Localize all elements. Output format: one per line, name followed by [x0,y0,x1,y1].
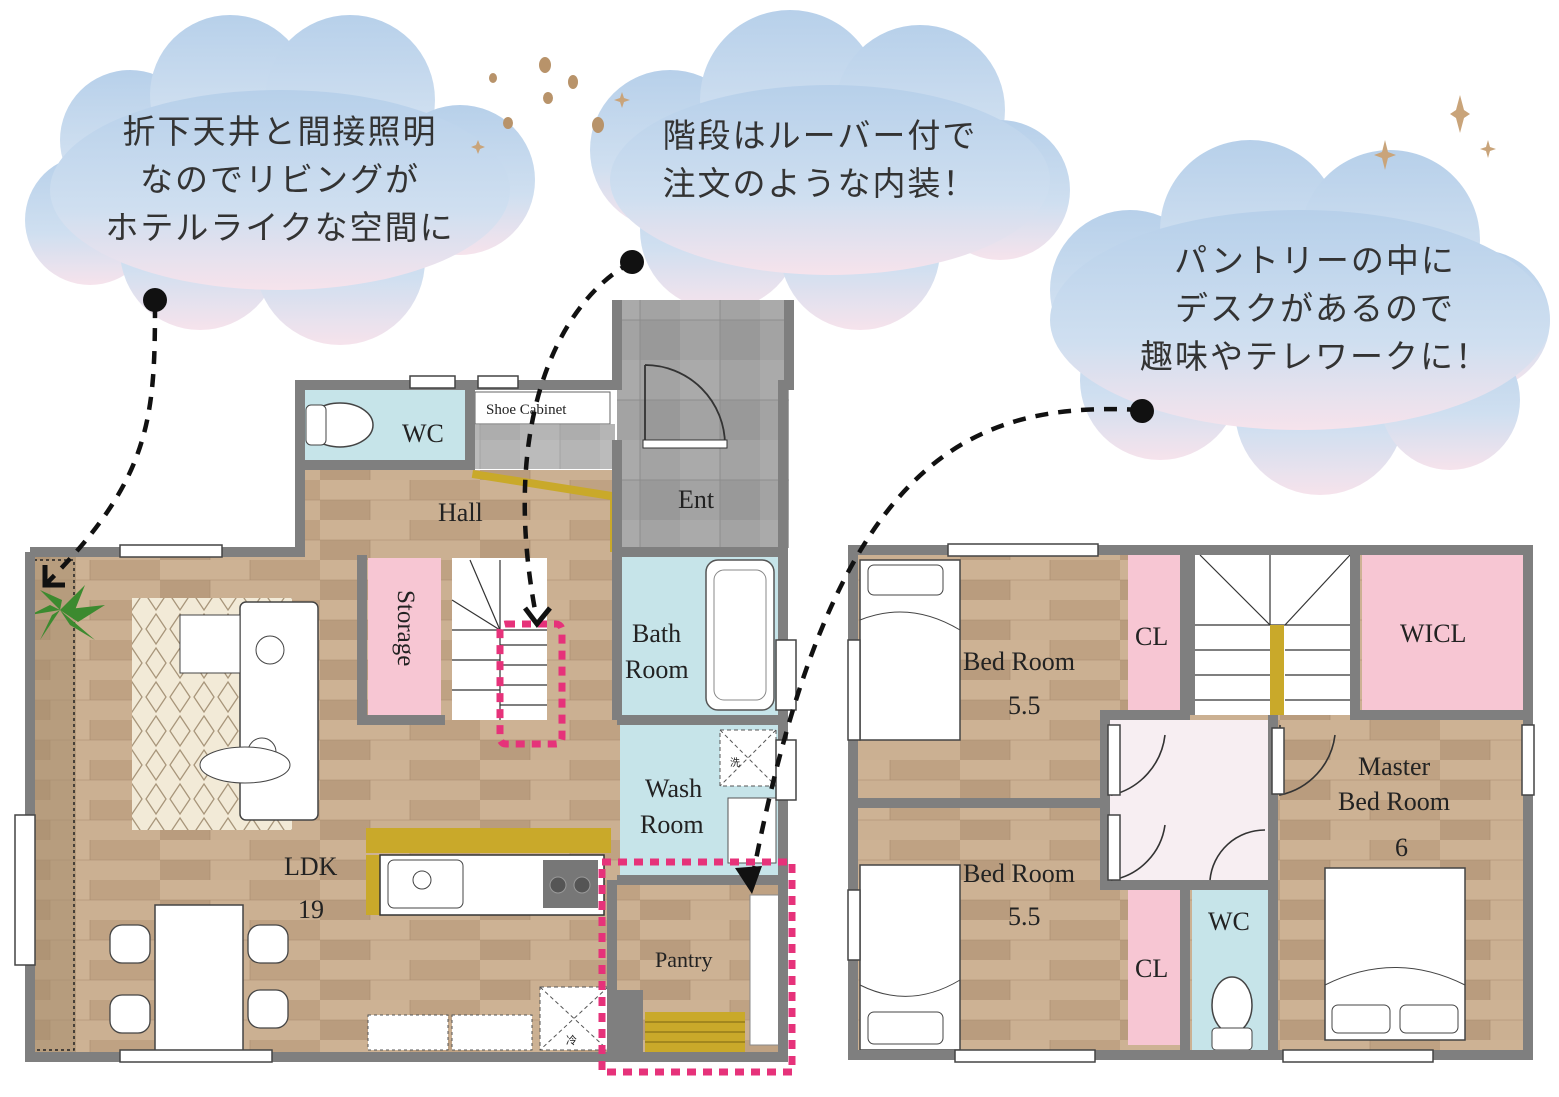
label-ldk: LDK [284,852,338,881]
callout-living-line-3: ホテルライクな空間に [105,208,455,247]
callout-living-line-1: 折下天井と間接照明 [122,112,438,151]
kitchen-louver [366,828,611,853]
label-ldk-size: 19 [298,895,324,924]
label-wc-1f: WC [402,419,444,448]
cloud-pantry [1050,140,1550,495]
label-master-1: Master [1358,752,1431,781]
label-wash-2: Room [640,810,704,839]
callout-living-line-2: なのでリビングが [140,160,420,199]
label-master-2: Bed Room [1338,787,1450,816]
arrowhead-stairs [523,606,552,629]
label-pantry: Pantry [655,947,712,972]
label-master-size: 6 [1395,833,1408,862]
label-shoe-cabinet: Shoe Cabinet [486,402,567,418]
stairs-highlight [496,620,566,748]
storage-room [368,558,441,715]
callout-pantry-line-1: パントリーの中に [1174,241,1456,280]
label-bath-1: Bath [632,619,681,648]
floor-1-plan: 洗 冷 [14,300,797,1063]
label-bed-2-size: 5.5 [1008,902,1041,931]
label-wc-2f: WC [1208,907,1250,936]
callout-arrows [43,260,1141,881]
washing-machine [719,729,777,787]
label-cl-1: CL [1135,622,1168,651]
label-bed-1: Bed Room [963,647,1075,676]
label-wash-1: Wash [645,774,702,803]
fridge-mark: 冷 [566,1034,577,1047]
callout-living-text: 折下天井と間接照明 なのでリビングが ホテルライクな空間に [95,108,465,252]
callout-pantry-line-2: デスクがあるので [1175,289,1455,328]
callout-dot-living [143,288,167,312]
cloud-living [25,15,535,345]
label-bed-1-size: 5.5 [1008,691,1041,720]
closet-1 [1128,553,1185,715]
label-bath-2: Room [625,655,689,684]
wash-basin [727,797,777,864]
arrowhead-pantry [735,866,762,894]
decorative-dots [489,57,604,133]
label-cl-2: CL [1135,954,1168,983]
hall-2f [1108,720,1273,885]
arrowhead-living [42,565,65,588]
label-entrance: Ent [678,485,715,514]
label-wicl: WICL [1400,619,1466,648]
callout-pantry-line-3: 趣味やテレワークに！ [1140,337,1490,376]
dining-table [154,904,244,1054]
floor-2-plan [847,543,1535,1063]
pantry-highlight [598,858,796,1076]
callout-pantry-text: パントリーの中に デスクがあるので 趣味やテレワークに！ [1115,237,1515,381]
callout-stairs-line-2: 注文のような内装！ [662,164,978,203]
walk-in-closet [1362,553,1525,715]
callout-dot-pantry [1130,399,1154,423]
sofa [239,601,319,821]
kitchen-sink [387,859,464,909]
label-storage: Storage [392,590,419,666]
washer-mark: 洗 [730,757,740,769]
closet-2 [1128,890,1185,1045]
callout-dot-stairs [620,250,644,274]
sparkle-icons [471,92,1496,170]
cloud-stairs [590,10,1070,330]
bathtub [705,559,775,711]
plant-icon [30,585,105,640]
label-bed-2: Bed Room [963,859,1075,888]
callout-stairs-line-1: 階段はルーバー付で [662,116,978,155]
callout-stairs-text: 階段はルーバー付で 注文のような内装！ [645,112,995,208]
label-hall: Hall [438,498,483,527]
